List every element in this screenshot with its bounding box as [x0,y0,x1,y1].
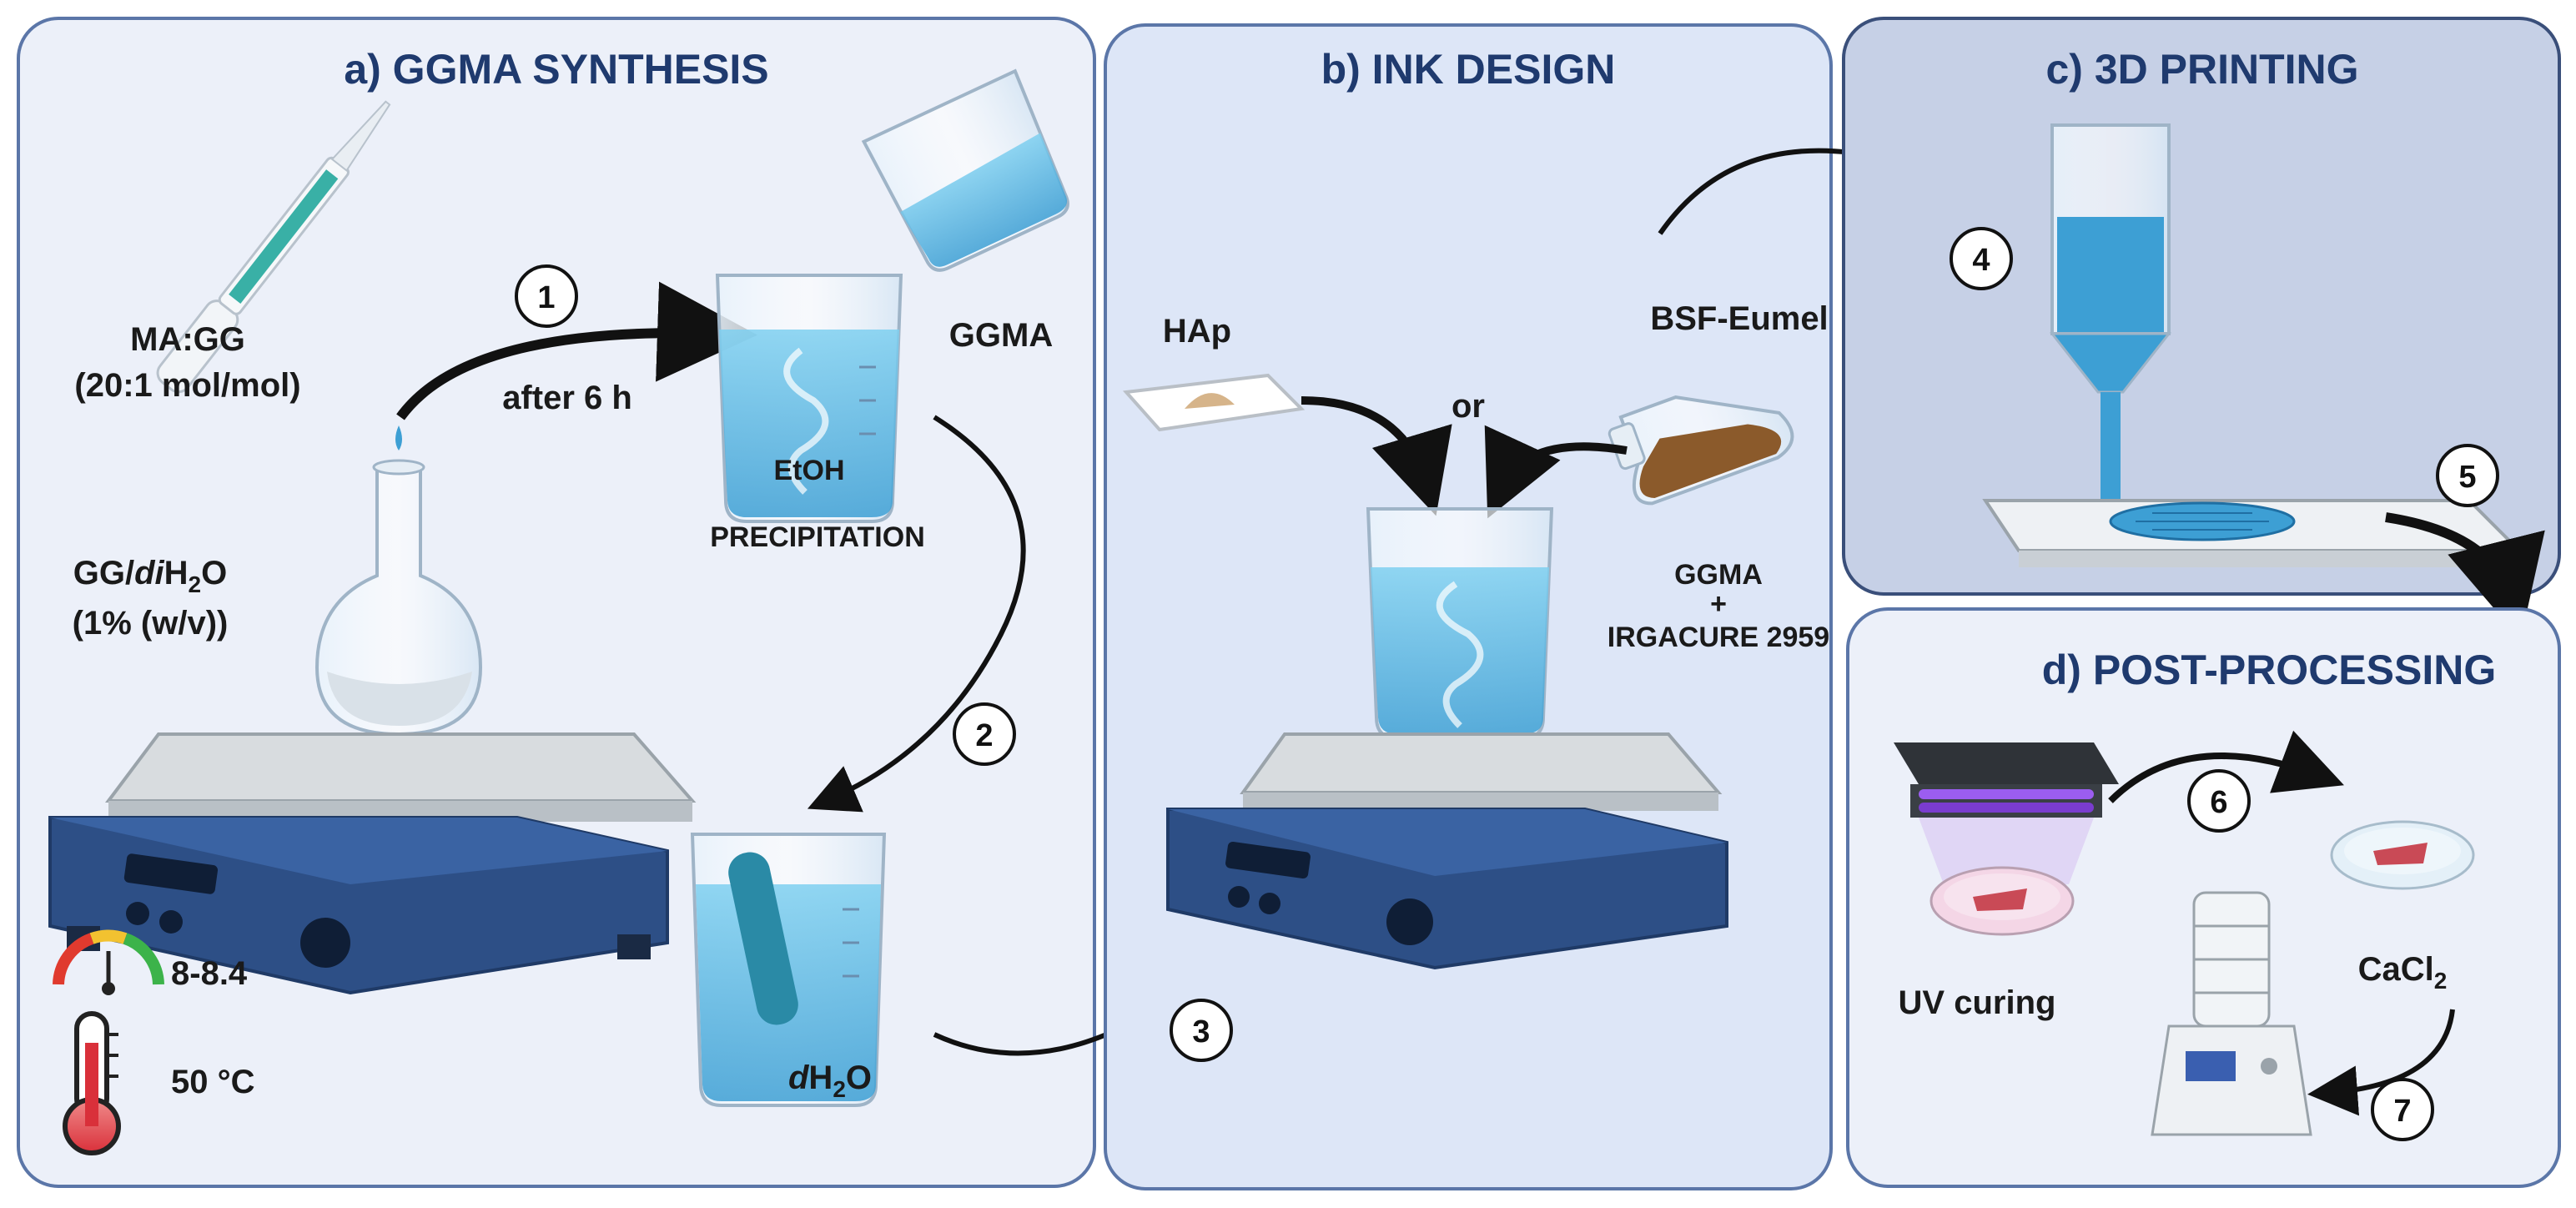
label-hap: HAp [1163,313,1231,350]
label-irgacure: IRGACURE 2959 [1607,622,1829,653]
panel-a-ggma-synthesis: a) GGMA SYNTHESIS MA:GG (20:1 mol/mol) [17,17,1253,1188]
arrow-step-6 [2108,730,2344,803]
arrow-step-5 [2385,512,2545,640]
label-ggma-a: GGMA [949,317,1053,354]
label-ma-gg-line2: (20:1 mol/mol) [74,367,300,404]
step-7-number: 7 [2393,1094,2411,1129]
bsf-eumel-flask-icon [1607,395,1794,506]
label-ph-value: 8-8.4 [171,955,248,992]
arrow-step-2 [807,415,1026,813]
arrow-step-1 [396,281,757,420]
dialysis-beaker-icon [690,833,887,1107]
step-3-badge [1170,999,1233,1062]
printer-bed-icon [1982,499,2523,567]
hap-weighing-boat-icon [1122,373,1306,432]
freeze-dryer-icon [2151,891,2312,1136]
petri-dish-uv-icon [1929,866,2075,936]
label-gg-dih2o-line1: GG/diH2O [73,555,227,597]
step-1-badge [515,264,578,328]
uv-lamp-icon [1894,742,2119,884]
pouring-beaker-icon [861,68,1069,272]
pipette-icon [156,100,391,394]
droplet-icon [395,425,402,450]
label-ma-gg-line1: MA:GG [130,321,245,358]
step-7-badge [2371,1078,2434,1141]
petri-dish-cacl2-icon [2330,820,2475,890]
precipitation-beaker-icon [715,274,903,523]
label-or: or [1452,388,1485,425]
panel-a-title: a) GGMA SYNTHESIS [344,46,768,93]
label-dh2o: dH2O [788,1060,872,1102]
panel-b-title: b) INK DESIGN [1321,46,1616,93]
label-plus: + [1710,588,1727,620]
label-uv-curing: UV curing [1899,984,2056,1021]
step-5-badge [2436,444,2499,507]
step-5-number: 5 [2458,460,2476,495]
stirrer-hotplate-a-icon [48,732,697,995]
label-after-6h: after 6 h [502,380,632,416]
arrow-bsf-to-beaker [1484,425,1628,519]
printer-syringe-icon [2049,123,2172,526]
label-precipitation: PRECIPITATION [710,521,925,553]
label-ggma-b: GGMA [1674,559,1763,591]
arrow-step-7 [2307,1009,2455,1116]
step-6-badge [2187,769,2251,833]
label-bsf-eumel: BSF-Eumel [1650,300,1828,337]
panel-c-title: c) 3D PRINTING [2045,46,2358,93]
label-etoh: EtOH [774,455,845,486]
panel-d-post-processing: d) POST-PROCESSING UV curing 6 CaCl2 7 [1846,607,2561,1188]
step-4-badge [1950,227,2013,290]
step-2-number: 2 [975,718,993,753]
label-gg-dih2o-line2: (1% (w/v)) [73,605,229,642]
label-temperature: 50 °C [171,1064,255,1100]
ink-beaker-icon [1366,507,1554,740]
panel-d-title: d) POST-PROCESSING [2042,647,2497,693]
step-6-number: 6 [2210,785,2227,820]
arrow-hap-to-beaker [1301,396,1452,516]
panel-c-3d-printing: c) 3D PRINTING 4 5 [1842,17,2561,640]
ph-gauge-icon [53,929,164,995]
panel-b-ink-design: b) INK DESIGN HAp or BSF-Eumel GGMA + IR… [1104,23,2023,1190]
thermometer-icon [63,1011,121,1155]
label-cacl2: CaCl2 [2358,951,2448,994]
step-1-number: 1 [537,280,555,315]
stirrer-hotplate-b-icon [1166,732,1728,970]
step-3-number: 3 [1192,1014,1210,1049]
step-4-number: 4 [1972,243,1990,278]
panel-c-background [1842,17,2561,596]
step-2-badge [953,702,1016,766]
